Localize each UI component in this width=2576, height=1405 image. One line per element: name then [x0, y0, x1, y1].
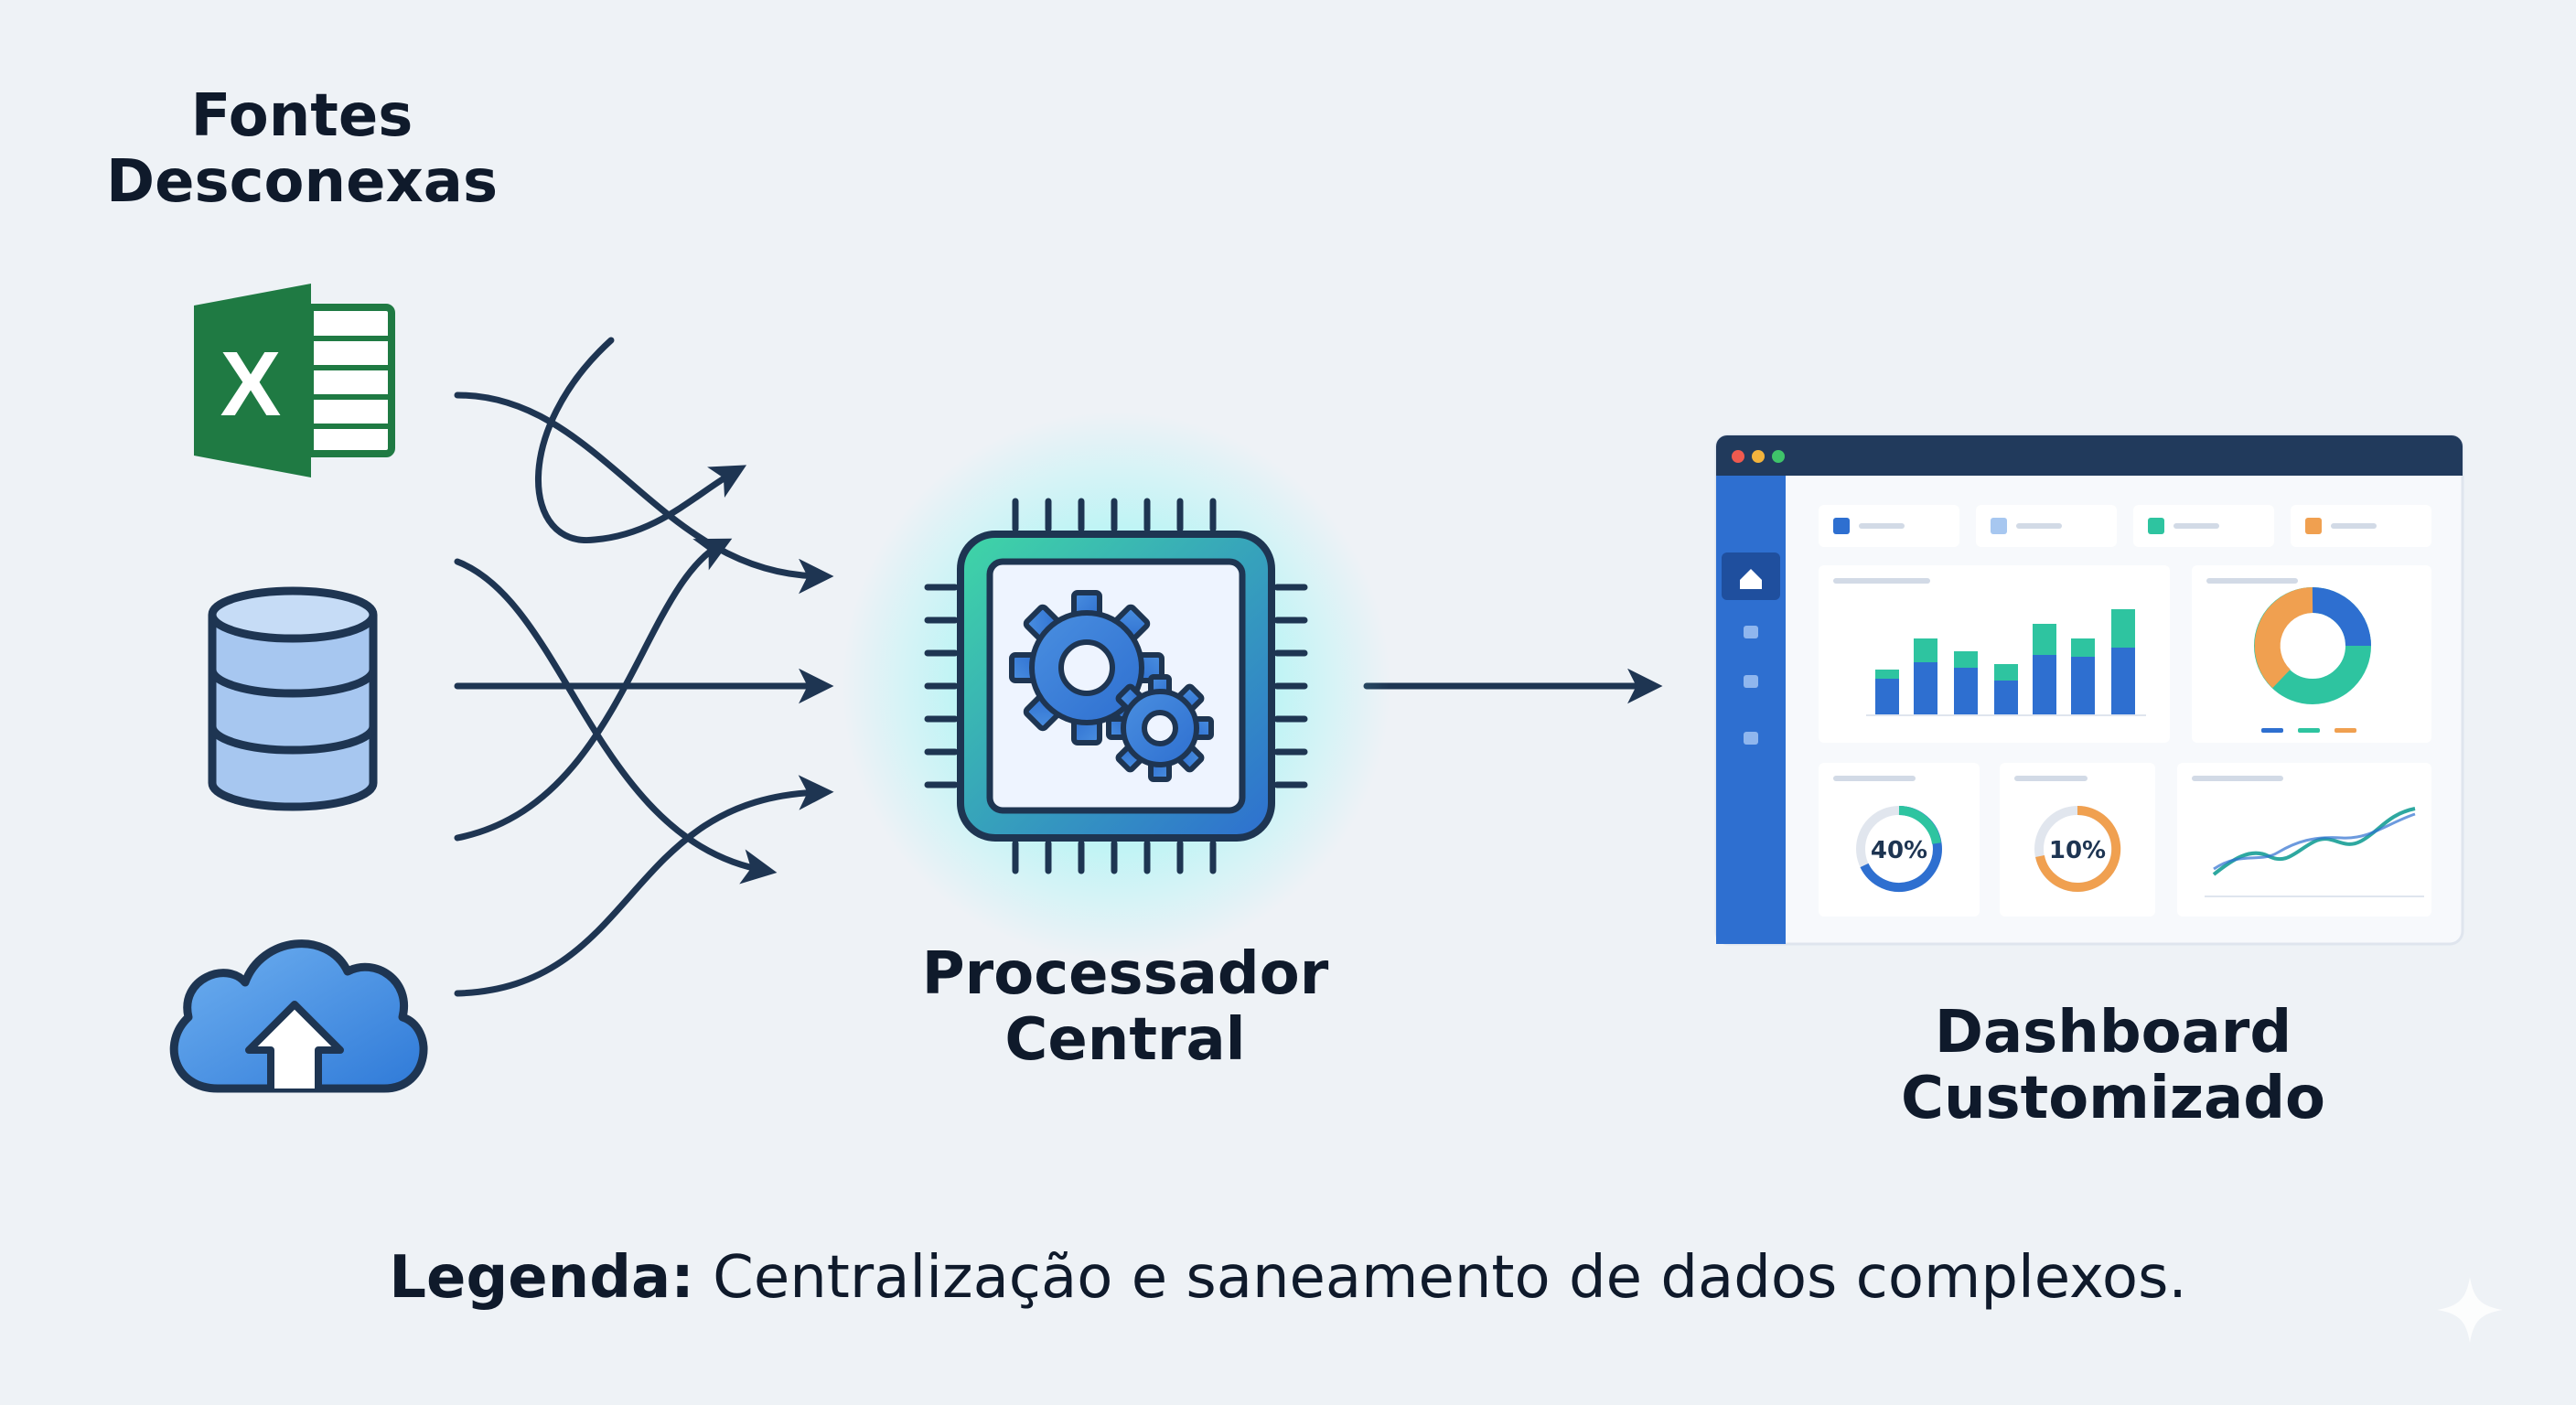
- flow-arrow: [454, 391, 834, 595]
- chip-gears-icon: [842, 412, 1390, 960]
- flow-arrow: [535, 337, 747, 543]
- processor-label-line2: Central: [1004, 1005, 1246, 1074]
- gauge-value-1: 40%: [1871, 837, 1927, 864]
- sidebar-item-data: [1744, 626, 1758, 638]
- dashboard-mockup: 40% 10%: [1714, 434, 2464, 946]
- sidebar-item-settings: [1744, 732, 1758, 745]
- dashboard-label: Dashboard Customizado: [1793, 999, 2433, 1132]
- gauge-card-1: 40%: [1819, 763, 1980, 917]
- flow-arrow: [454, 538, 733, 842]
- window-maximize-dot: [1772, 450, 1785, 463]
- bar-chart-card: [1819, 565, 2170, 743]
- spreadsheet-icon: X: [194, 284, 395, 477]
- home-icon: [1740, 569, 1762, 589]
- dashboard-label-line1: Dashboard: [1934, 999, 2292, 1067]
- kpi-cards: [1819, 505, 2431, 547]
- processor-label-line1: Processador: [921, 940, 1329, 1008]
- flow-arrow: [454, 775, 834, 997]
- donut-chart-card: [2192, 565, 2431, 743]
- dashboard-sidebar: [1716, 476, 1786, 944]
- caption-text: Centralização e saneamento de dados comp…: [693, 1244, 2187, 1312]
- sparkle-icon: [2437, 1277, 2503, 1343]
- caption: Legenda: Centralização e saneamento de d…: [0, 1244, 2576, 1312]
- gauge-card-2: 10%: [2000, 763, 2155, 917]
- line-chart-card: [2177, 763, 2431, 917]
- cloud-upload-icon: [169, 939, 428, 1093]
- dashboard-label-line2: Customizado: [1900, 1064, 2326, 1132]
- sources-title-line1: Fontes: [190, 82, 413, 150]
- processor-label: Processador Central: [842, 940, 1409, 1074]
- sidebar-item-charts: [1744, 675, 1758, 688]
- sources-title: Fontes Desconexas: [73, 82, 531, 216]
- gauge-value-2: 10%: [2049, 837, 2106, 864]
- window-close-dot: [1732, 450, 1744, 463]
- window-minimize-dot: [1752, 450, 1765, 463]
- caption-bold: Legenda:: [389, 1244, 694, 1312]
- database-icon: [208, 586, 378, 811]
- excel-letter: X: [220, 333, 282, 435]
- sources-title-line2: Desconexas: [105, 147, 499, 216]
- flow-arrow: [454, 558, 778, 885]
